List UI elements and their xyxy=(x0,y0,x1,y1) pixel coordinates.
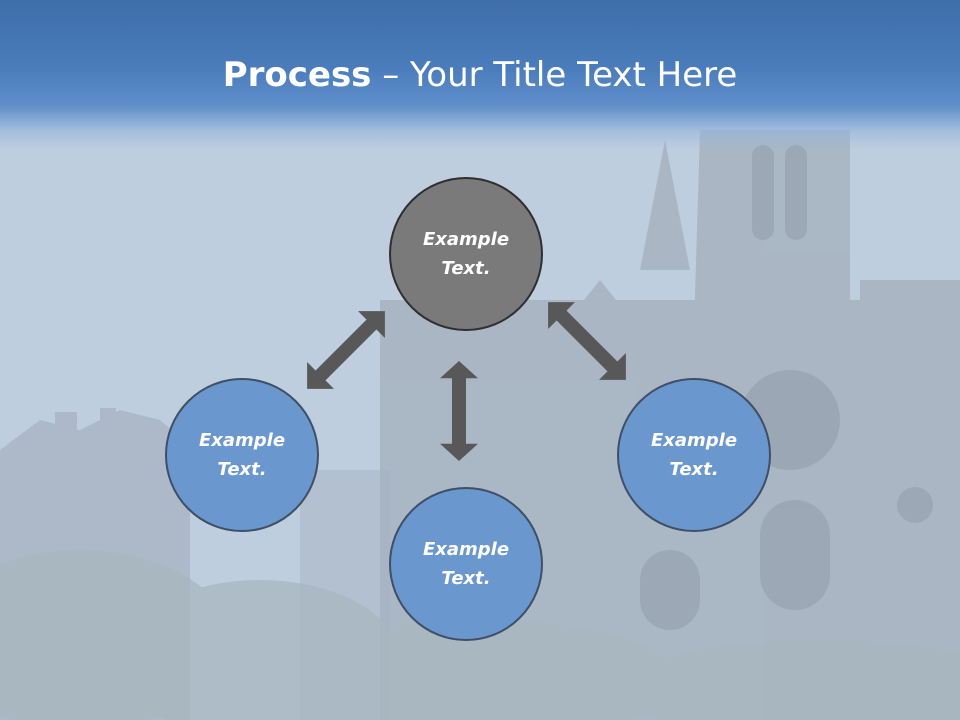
node-bottom[interactable]: Example Text. xyxy=(389,487,543,641)
node-top[interactable]: Example Text. xyxy=(389,177,543,331)
slide-title[interactable]: Process – Your Title Text Here xyxy=(0,54,960,96)
node-left[interactable]: Example Text. xyxy=(165,378,319,532)
title-banner xyxy=(0,0,960,150)
node-left-label: Example Text. xyxy=(198,430,286,480)
arrow-vertical xyxy=(440,360,478,462)
node-top-label: Example Text. xyxy=(422,229,510,279)
node-right[interactable]: Example Text. xyxy=(617,378,771,532)
arrow-top-left xyxy=(293,297,399,403)
title-bold: Process xyxy=(222,55,372,95)
node-right-label: Example Text. xyxy=(650,430,738,480)
arrow-top-right xyxy=(534,288,640,394)
title-rest: – Your Title Text Here xyxy=(371,55,738,95)
node-bottom-label: Example Text. xyxy=(422,539,510,589)
